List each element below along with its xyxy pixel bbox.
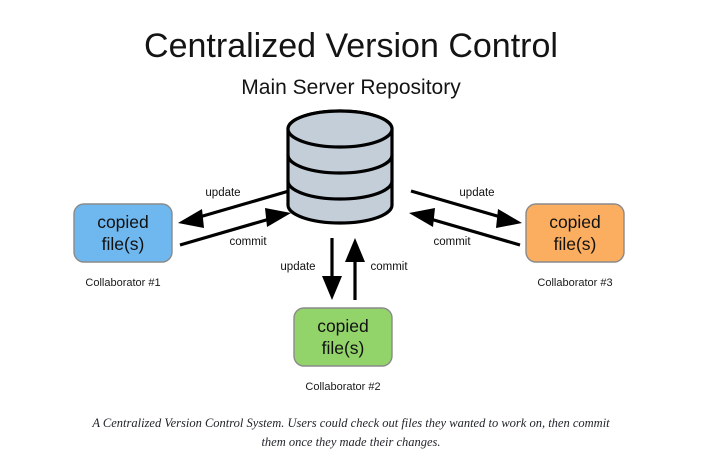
- edge-center-commit-arrowhead: [345, 238, 365, 262]
- collaborator-1-line1: copied: [97, 212, 149, 232]
- collaborator-1-box[interactable]: [73, 203, 173, 263]
- database-top-disc: [286, 109, 394, 149]
- node-collaborator-2[interactable]: copied file(s) Collaborator #2: [293, 307, 393, 393]
- page-subtitle: Main Server Repository: [241, 76, 461, 99]
- collaborator-2-line1: copied: [317, 316, 369, 336]
- edge-left-commit-arrowhead: [265, 208, 291, 227]
- server-repository-node[interactable]: [286, 109, 394, 225]
- edge-right-commit-arrowhead: [409, 208, 435, 227]
- collaborator-3-caption: Collaborator #3: [537, 277, 612, 289]
- edge-right-commit: commit: [409, 208, 521, 248]
- collaborator-3-box[interactable]: [525, 203, 625, 263]
- page-title: Centralized Version Control: [144, 27, 558, 65]
- edge-right-update-arrowhead: [496, 209, 522, 228]
- edge-right-update-line: [410, 189, 505, 220]
- edge-left-commit: commit: [179, 208, 291, 248]
- edge-center-update-arrowhead: [322, 276, 342, 300]
- collaborator-2-box[interactable]: [293, 307, 393, 367]
- edge-center-commit-label: commit: [370, 261, 408, 273]
- collaborator-3-line1: copied: [549, 212, 601, 232]
- collaborator-1-line2: file(s): [102, 234, 145, 254]
- edge-left-update-line: [195, 189, 290, 220]
- edge-center-commit: commit: [345, 238, 408, 300]
- footnote-line-1: A Centralized Version Control System. Us…: [91, 416, 610, 430]
- edge-right-update: update: [410, 187, 522, 228]
- edge-left-commit-label: commit: [229, 236, 267, 248]
- edge-center-update: update: [280, 238, 342, 300]
- collaborator-2-line2: file(s): [322, 338, 365, 358]
- edge-center-update-label: update: [280, 261, 315, 273]
- collaborator-3-line2: file(s): [554, 234, 597, 254]
- edge-left-commit-line: [179, 216, 274, 247]
- edge-right-commit-label: commit: [433, 236, 471, 248]
- collaborator-2-caption: Collaborator #2: [305, 381, 380, 393]
- edge-right-update-label: update: [459, 187, 494, 199]
- node-collaborator-1[interactable]: copied file(s) Collaborator #1: [73, 203, 173, 289]
- node-collaborator-3[interactable]: copied file(s) Collaborator #3: [525, 203, 625, 289]
- edge-left-update: update: [178, 187, 290, 228]
- edge-left-update-label: update: [205, 187, 240, 199]
- collaborator-1-caption: Collaborator #1: [85, 277, 160, 289]
- edge-right-commit-line: [426, 216, 521, 247]
- edge-left-update-arrowhead: [178, 209, 204, 228]
- footnote-line-2: them once they made their changes.: [261, 435, 440, 449]
- database-rib-1: [286, 153, 394, 175]
- database-rib-2: [286, 179, 394, 201]
